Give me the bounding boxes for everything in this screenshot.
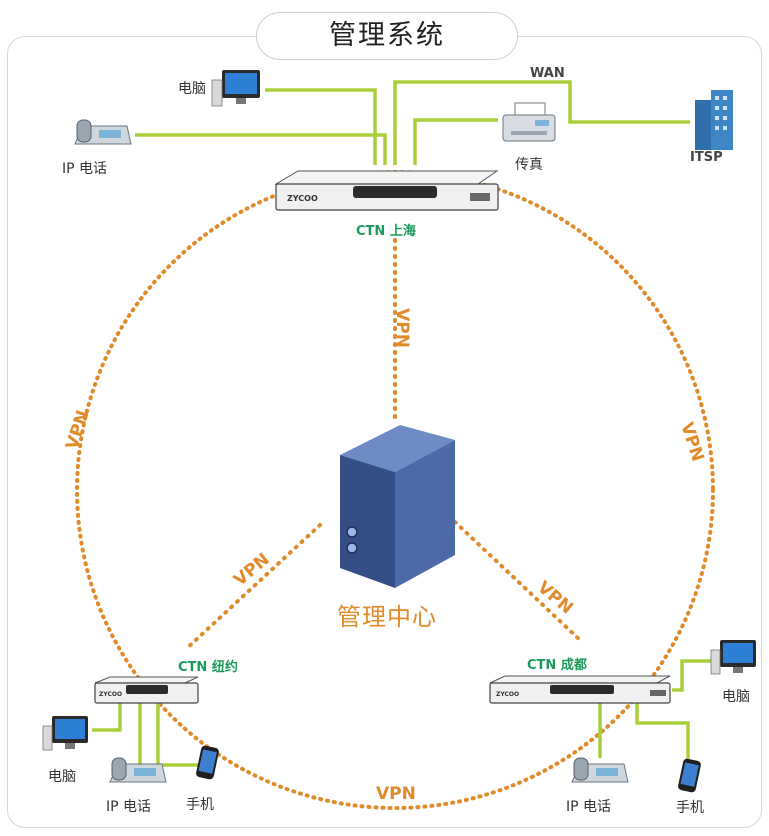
device-label-pc: 电脑 <box>48 769 76 785</box>
router-newyork: ZYCOO <box>94 676 199 704</box>
device-label-ip-phone: IP 电话 <box>566 799 612 815</box>
device-label-ip-phone: IP 电话 <box>106 799 152 815</box>
ip-phone-icon <box>74 119 132 145</box>
vpn-link-newyork <box>183 523 322 652</box>
device-label-fax: 传真 <box>515 157 543 173</box>
device-label-ip-phone: IP 电话 <box>62 161 108 177</box>
device-label-mobile: 手机 <box>676 800 704 816</box>
center-label: 管理中心 <box>337 603 437 631</box>
pc-icon <box>211 70 260 107</box>
mobile-phone-icon <box>678 758 701 793</box>
ip-phone-icon <box>571 757 629 783</box>
brand-logo-shanghai: ZYCOO <box>287 194 318 203</box>
brand-logo-chengdu: ZYCOO <box>496 691 519 698</box>
itsp-label: ITSP <box>690 150 723 165</box>
server-icon <box>340 425 455 588</box>
page-title: 管理系统 <box>256 12 518 60</box>
vpn-label-south: VPN <box>376 784 416 804</box>
site-label-newyork: CTN 纽约 <box>178 660 238 675</box>
lan-links-newyork <box>92 703 198 770</box>
site-label-shanghai: CTN 上海 <box>356 224 416 239</box>
device-label-pc: 电脑 <box>722 689 750 705</box>
router-chengdu: ZYCOO <box>489 675 671 704</box>
mobile-phone-icon <box>196 745 219 780</box>
vpn-label-shanghai: VPN <box>391 308 412 348</box>
lan-links-shanghai <box>135 80 690 165</box>
device-label-pc: 电脑 <box>178 81 206 97</box>
pc-icon <box>710 640 756 675</box>
router-shanghai: ZYCOO <box>274 170 499 211</box>
pc-icon <box>42 716 88 751</box>
vpn-link-chengdu <box>453 520 582 642</box>
ip-phone-icon <box>109 757 167 783</box>
fax-icon <box>502 102 556 142</box>
wan-label: WAN <box>530 66 565 81</box>
building-icon <box>695 90 733 150</box>
lan-links-chengdu <box>598 659 712 765</box>
brand-logo-newyork: ZYCOO <box>99 691 122 698</box>
site-label-chengdu: CTN 成都 <box>527 658 587 673</box>
device-label-mobile: 手机 <box>186 797 214 813</box>
